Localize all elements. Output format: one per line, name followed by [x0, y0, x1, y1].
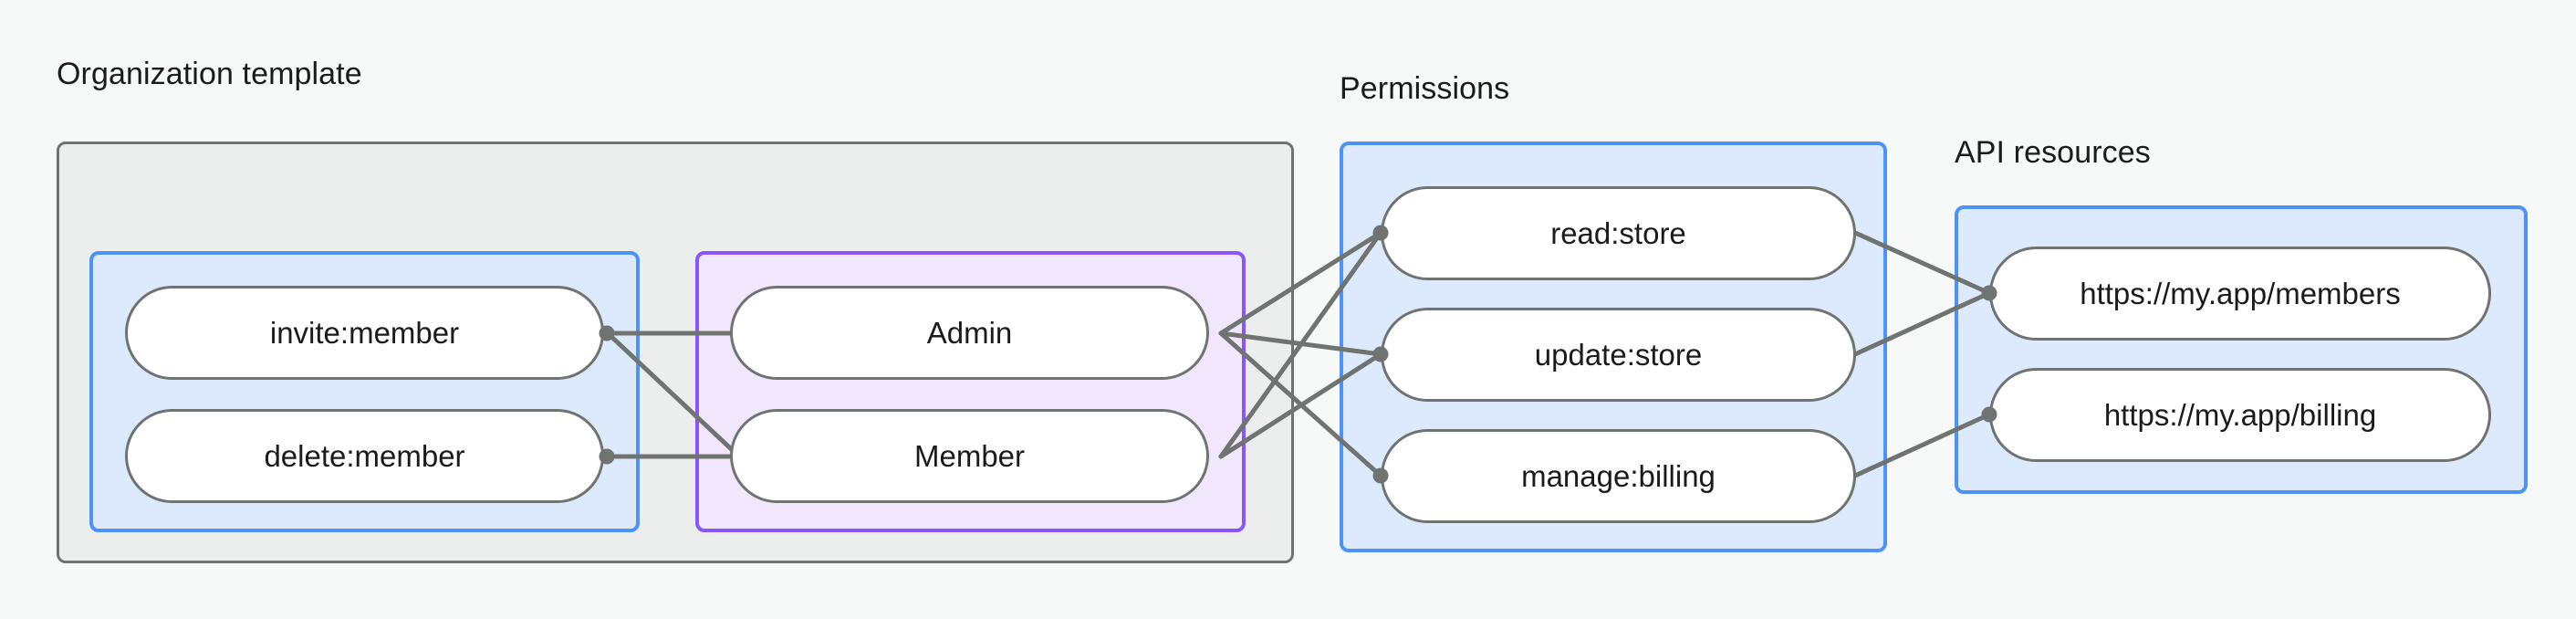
node-member[interactable]: Member [730, 409, 1209, 503]
node-members-url[interactable]: https://my.app/members [1989, 247, 2491, 341]
connector-dot-invite-member [599, 325, 615, 341]
node-admin[interactable]: Admin [730, 286, 1209, 380]
node-update-store[interactable]: update:store [1381, 308, 1856, 402]
connector-dot-billing-url [1981, 406, 1997, 423]
node-delete-member-label: delete:member [264, 438, 465, 473]
connector-dot-read-store-out [1849, 226, 1864, 241]
connector-dot-read-store [1372, 225, 1389, 241]
connector-dot-update-store [1372, 346, 1389, 362]
node-invite-member-label: invite:member [269, 315, 460, 350]
node-billing-url-label: https://my.app/billing [2103, 397, 2377, 432]
node-invite-member[interactable]: invite:member [125, 286, 604, 380]
connector-dot-members-url [1981, 285, 1997, 301]
node-manage-billing-label: manage:billing [1521, 458, 1716, 493]
node-manage-billing[interactable]: manage:billing [1381, 429, 1856, 523]
node-billing-url[interactable]: https://my.app/billing [1989, 368, 2491, 462]
permissions-title: Permissions [1340, 71, 1510, 106]
connector-dot-delete-member [599, 448, 615, 465]
node-update-store-label: update:store [1534, 337, 1703, 372]
node-member-label: Member [913, 438, 1026, 473]
node-read-store-label: read:store [1550, 215, 1686, 250]
node-read-store[interactable]: read:store [1381, 186, 1856, 280]
api-resources-title: API resources [1955, 135, 2151, 170]
node-delete-member[interactable]: delete:member [125, 409, 604, 503]
node-admin-label: Admin [926, 315, 1013, 350]
node-members-url-label: https://my.app/members [2080, 276, 2401, 310]
organization-template-title: Organization template [57, 57, 362, 91]
connector-dot-manage-billing [1372, 467, 1389, 484]
